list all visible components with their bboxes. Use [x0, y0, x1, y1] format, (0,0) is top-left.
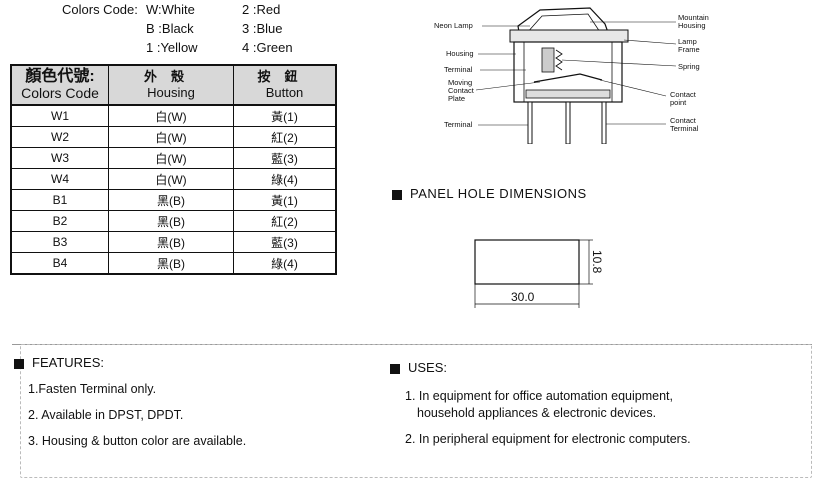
- label-plate: Plate: [448, 94, 465, 103]
- terminal-left: [527, 101, 533, 144]
- cell-button: 黃(1): [233, 104, 337, 127]
- housing-frame: [509, 29, 629, 43]
- cell-housing: 白(W): [108, 147, 234, 169]
- cell-button: 紅(2): [233, 126, 337, 148]
- label-contact-terminal-1: Contact: [670, 116, 697, 125]
- label-frame: Frame: [678, 45, 700, 54]
- cell-housing: 白(W): [108, 104, 234, 127]
- header-colors-code: 顏色代號: Colors Code: [10, 64, 109, 106]
- legend-w: W:White: [146, 2, 195, 17]
- spring: [555, 49, 563, 71]
- panel-hole-drawing: 30.0 10.8: [474, 239, 604, 308]
- terminal-right: [601, 101, 607, 144]
- cell-housing: 黑(B): [108, 252, 234, 275]
- label-contact-point-1: Contact: [670, 90, 697, 99]
- label-housing: Housing: [446, 49, 474, 58]
- cell-button: 黃(1): [233, 189, 337, 211]
- label-neon-lamp: Neon Lamp: [434, 21, 473, 30]
- label-contact-terminal-2: Terminal: [670, 124, 699, 133]
- cell-code: W4: [10, 168, 109, 190]
- cell-code: B1: [10, 189, 109, 211]
- width-dimension: 30.0: [511, 290, 535, 304]
- label-lamp: Lamp: [678, 37, 697, 46]
- switch-cross-section-diagram: Neon Lamp Housing Terminal Moving Contac…: [434, 7, 709, 144]
- square-bullet-icon: [14, 358, 24, 369]
- square-bullet-icon: [392, 189, 402, 200]
- height-dimension: 10.8: [590, 250, 604, 274]
- features-title: FEATURES:: [14, 355, 104, 370]
- legend-b: B :Black: [146, 21, 194, 36]
- cell-housing: 白(W): [108, 126, 234, 148]
- label-terminal-top: Terminal: [444, 65, 473, 74]
- use-item: 2. In peripheral equipment for electroni…: [405, 432, 691, 446]
- legend-4: 4 :Green: [242, 40, 293, 55]
- cell-housing: 黑(B): [108, 231, 234, 253]
- feature-item: 2. Available in DPST, DPDT.: [28, 408, 184, 422]
- moving-contact-plate: [533, 73, 603, 83]
- cell-button: 藍(3): [233, 147, 337, 169]
- cell-code: W2: [10, 126, 109, 148]
- cell-code: B4: [10, 252, 109, 275]
- hole-rectangle: [474, 239, 580, 285]
- terminal-middle: [565, 101, 571, 144]
- label-contact: Contact: [448, 86, 475, 95]
- square-bullet-icon: [390, 363, 400, 374]
- panel-hole-title: PANEL HOLE DIMENSIONS: [392, 186, 587, 201]
- header-button: 按鈕 Button: [233, 64, 337, 106]
- label-terminal-bottom: Terminal: [444, 120, 473, 129]
- header-housing: 外殼 Housing: [108, 64, 234, 106]
- label-moving: Moving: [448, 78, 472, 87]
- label-mountain-housing: Housing: [678, 21, 706, 30]
- use-item: 1. In equipment for office automation eq…: [405, 389, 673, 420]
- cell-code: W3: [10, 147, 109, 169]
- cell-code: B2: [10, 210, 109, 232]
- cell-code: B3: [10, 231, 109, 253]
- legend-3: 3 :Blue: [242, 21, 283, 36]
- cell-housing: 黑(B): [108, 189, 234, 211]
- label-mountain: Mountain: [678, 13, 709, 22]
- label-contact-point-2: point: [670, 98, 687, 107]
- cell-housing: 黑(B): [108, 210, 234, 232]
- cell-housing: 白(W): [108, 168, 234, 190]
- cell-code: W1: [10, 104, 109, 127]
- legend-1: 1 :Yellow: [146, 40, 198, 55]
- label-spring: Spring: [678, 62, 700, 71]
- uses-title: USES:: [390, 360, 447, 375]
- cell-button: 綠(4): [233, 168, 337, 190]
- cell-button: 藍(3): [233, 231, 337, 253]
- cell-button: 紅(2): [233, 210, 337, 232]
- features-uses-box: [20, 344, 812, 478]
- feature-item: 1.Fasten Terminal only.: [28, 382, 157, 396]
- legend-2: 2 :Red: [242, 2, 281, 17]
- feature-item: 3. Housing & button color are available.: [28, 434, 247, 448]
- color-code-table: 顏色代號: Colors Code 外殼 Housing 按鈕 Button W…: [10, 64, 337, 275]
- cell-button: 綠(4): [233, 252, 337, 275]
- table-header-row: 顏色代號: Colors Code 外殼 Housing 按鈕 Button: [10, 64, 337, 106]
- legend-title: Colors Code:: [62, 2, 138, 17]
